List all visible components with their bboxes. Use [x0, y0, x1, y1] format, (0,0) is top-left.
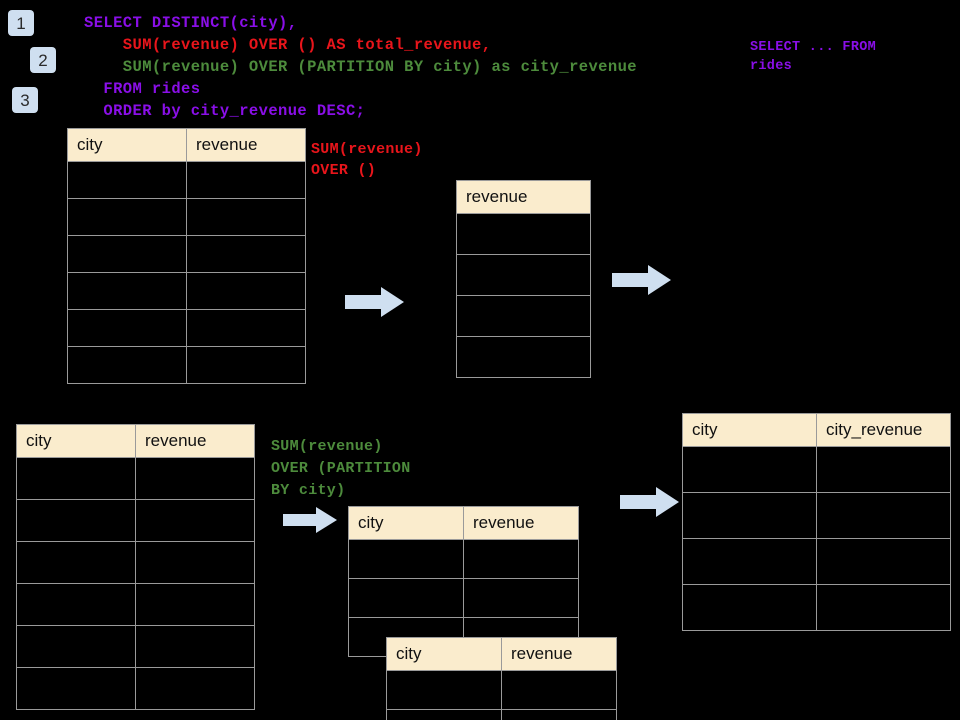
table-header-row: city revenue [386, 637, 617, 671]
table-row [386, 670, 617, 710]
column-header-revenue: revenue [501, 637, 617, 671]
partition-table-back: city revenue [348, 506, 579, 657]
step-badge-1: 1 [8, 10, 34, 36]
table-row [67, 272, 306, 310]
rides-source-table-bottom: city revenue [16, 424, 255, 710]
table-row [456, 336, 591, 378]
table-row [67, 161, 306, 199]
partition-table-front: city revenue [386, 637, 617, 720]
column-header-city: city [682, 413, 817, 447]
column-header-city-revenue: city_revenue [816, 413, 951, 447]
table-row [682, 446, 951, 493]
city-revenue-result-table: city city_revenue [682, 413, 951, 631]
table-header-row: city revenue [67, 128, 306, 162]
table-row [456, 295, 591, 337]
annotation-select-from-rides: SELECT ... FROM rides [750, 40, 877, 74]
sql-line-order-by: ORDER by city_revenue DESC; [84, 102, 366, 120]
table-row [67, 235, 306, 273]
table-row [16, 457, 255, 500]
step-badge-3: 3 [12, 87, 38, 113]
column-header-revenue: revenue [135, 424, 255, 458]
table-row [16, 583, 255, 626]
table-header-row: city revenue [16, 424, 255, 458]
table-row [67, 309, 306, 347]
arrow-rides-to-partition [283, 505, 338, 535]
column-header-city: city [348, 506, 464, 540]
sql-line-from-rides: FROM rides [84, 80, 201, 98]
table-row [386, 709, 617, 720]
table-header-row: city city_revenue [682, 413, 951, 447]
column-header-revenue: revenue [186, 128, 306, 162]
step-badge-2: 2 [30, 47, 56, 73]
sql-line-total-revenue: SUM(revenue) OVER () AS total_revenue, [84, 36, 492, 54]
annotation-sum-over-empty: SUM(revenue) OVER () [311, 141, 423, 179]
rides-source-table: city revenue [67, 128, 306, 384]
arrow-partition-to-result [620, 485, 680, 519]
table-row [682, 492, 951, 539]
sql-line-city-revenue: SUM(revenue) OVER (PARTITION BY city) as… [84, 58, 637, 76]
table-row [16, 541, 255, 584]
table-row [16, 625, 255, 668]
table-row [682, 584, 951, 631]
table-row [456, 213, 591, 255]
column-header-revenue: revenue [463, 506, 579, 540]
column-header-city: city [67, 128, 187, 162]
arrow-rides-to-total-revenue [345, 285, 405, 319]
table-row [16, 667, 255, 710]
total-revenue-table: revenue [456, 180, 591, 378]
table-row [348, 539, 579, 579]
column-header-revenue: revenue [456, 180, 591, 214]
table-header-row: city revenue [348, 506, 579, 540]
arrow-total-revenue-to-result [612, 263, 672, 297]
annotation-sum-over-partition: SUM(revenue) OVER (PARTITION BY city) [271, 438, 411, 499]
table-row [456, 254, 591, 296]
table-row [682, 538, 951, 585]
sql-line-select-distinct: SELECT DISTINCT(city), [84, 14, 298, 32]
column-header-city: city [16, 424, 136, 458]
column-header-city: city [386, 637, 502, 671]
table-row [67, 346, 306, 384]
table-header-row: revenue [456, 180, 591, 214]
table-row [67, 198, 306, 236]
table-row [348, 578, 579, 618]
table-row [16, 499, 255, 542]
